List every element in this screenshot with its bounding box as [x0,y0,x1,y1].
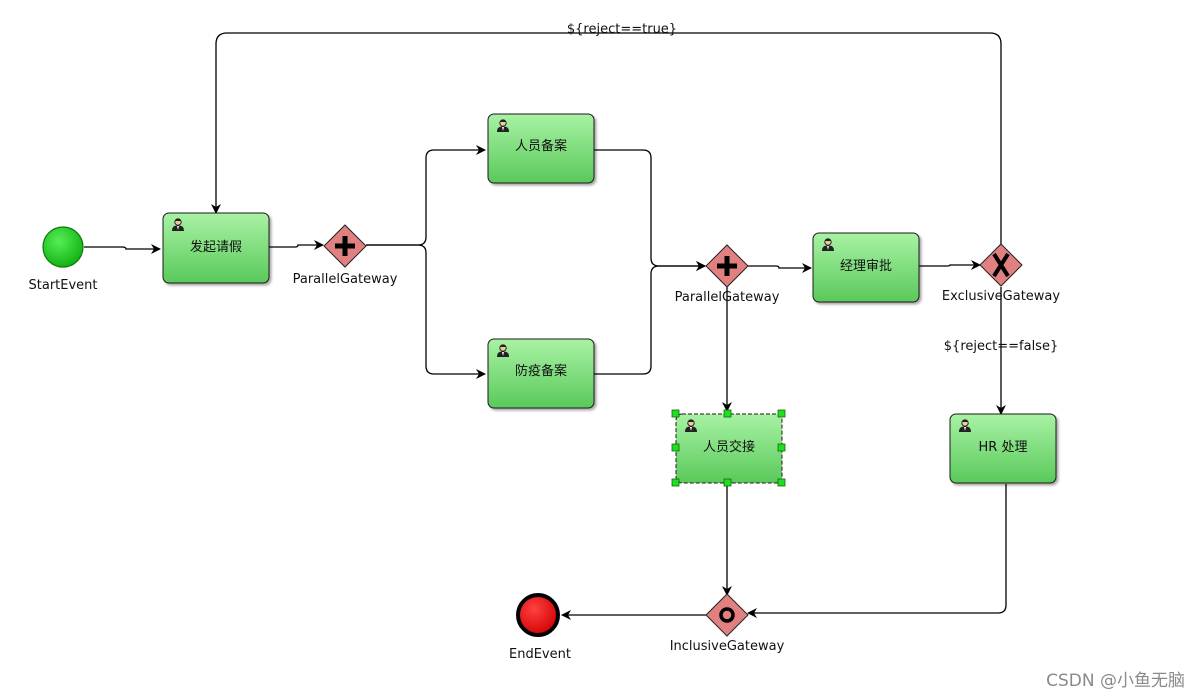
gateway-parallel-join-label: ParallelGateway [675,290,780,305]
gateway-inclusive-label: InclusiveGateway [670,639,785,654]
flow-staff-record-to-join[interactable] [594,149,706,271]
resize-handle-ne[interactable] [777,409,786,418]
task-hr-process-label: HR 处理 [979,440,1028,455]
resize-handle-se[interactable] [777,478,786,487]
flow-split-to-staff-record[interactable] [366,145,486,246]
task-hr-process[interactable]: HR 处理 [949,413,1057,484]
task-apply[interactable]: 发起请假 [162,212,270,284]
task-epidemic-record[interactable]: 防疫备案 [487,338,595,409]
start-event-circle[interactable] [42,226,84,268]
resize-handle-e[interactable] [777,443,786,452]
end-event[interactable]: EndEvent [509,593,571,662]
flow-join-to-manager[interactable] [747,263,812,273]
selection-handles[interactable] [671,409,786,487]
gateway-exclusive-label: ExclusiveGateway [942,289,1060,304]
flow-split-to-epidemic-record[interactable] [366,244,486,379]
task-handover[interactable]: 人员交接 [671,409,786,487]
task-staff-record-label: 人员备案 [515,138,567,154]
gateway-parallel-join[interactable]: ParallelGateway [675,244,780,305]
task-hr-process-box[interactable] [949,413,1057,484]
task-apply-label: 发起请假 [190,239,242,255]
task-manager-approve[interactable]: 经理审批 [812,232,920,303]
flow-exclusive-to-apply-reject-true[interactable] [211,32,1002,247]
gateway-inclusive[interactable]: InclusiveGateway [670,593,785,654]
task-epidemic-record-box[interactable] [487,338,595,409]
gateway-exclusive[interactable]: ExclusiveGateway [942,243,1060,304]
gateway-parallel-split[interactable]: ParallelGateway [293,224,398,287]
condition-label-reject-false: ${reject==false} [944,339,1058,354]
start-event-label: StartEvent [29,278,98,293]
end-event-label: EndEvent [509,647,571,662]
task-staff-record[interactable]: 人员备案 [487,113,595,184]
circle-icon [719,607,735,623]
resize-handle-n[interactable] [723,409,732,418]
task-handover-label: 人员交接 [703,439,755,455]
task-apply-box[interactable] [162,212,270,284]
resize-handle-w[interactable] [671,443,680,452]
flow-epidemic-record-to-join[interactable] [594,261,706,375]
plus-icon [717,256,737,276]
task-manager-approve-label: 经理审批 [840,259,892,274]
task-staff-record-box[interactable] [487,113,595,184]
sequence-flows [84,32,1007,620]
gateway-diamond[interactable] [705,593,749,637]
flow-start-to-apply[interactable] [84,244,161,254]
task-epidemic-record-label: 防疫备案 [515,363,567,379]
x-icon [992,252,1010,278]
task-manager-approve-box[interactable] [812,232,920,303]
resize-handle-sw[interactable] [671,478,680,487]
end-event-circle[interactable] [516,593,560,637]
plus-icon [335,236,355,256]
flow-hr-to-inclusive[interactable] [747,484,1007,618]
watermark: CSDN @小鱼无脑 [1046,671,1185,691]
condition-label-reject-true: ${reject==true} [567,22,677,37]
gateway-parallel-split-label: ParallelGateway [293,272,398,287]
flow-apply-to-split[interactable] [269,240,324,250]
resize-handle-s[interactable] [723,478,732,487]
resize-handle-nw[interactable] [671,409,680,418]
start-event[interactable]: StartEvent [29,226,98,293]
flow-manager-to-exclusive[interactable] [919,260,981,270]
